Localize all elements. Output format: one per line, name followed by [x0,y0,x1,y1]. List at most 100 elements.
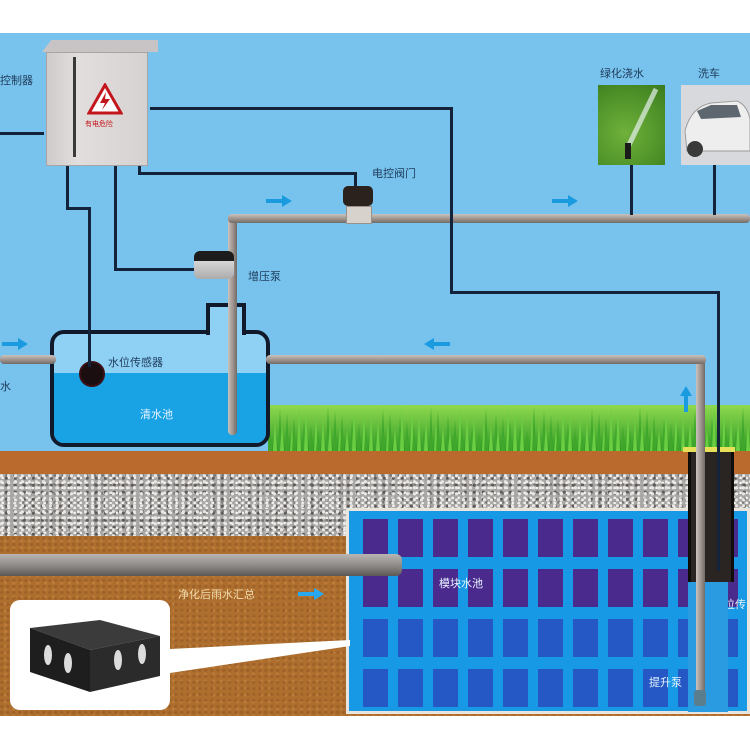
grass-blade [525,429,529,451]
wire-lift-a [150,107,452,110]
grass-blade [333,411,337,451]
grass-blade [664,408,668,451]
grass-blade [508,421,512,451]
grass-blade [496,428,500,451]
module-cell [643,569,668,607]
grass-blade [321,418,325,451]
grass-blade [460,423,464,451]
grass-blade [400,406,404,451]
well-cap [683,447,735,452]
grass-blade [532,407,536,451]
grass-blade [544,426,548,451]
module-unit-callout [10,600,170,710]
grass-blade [604,417,608,451]
suction-pipe [228,215,237,435]
module-cell [643,619,668,657]
grass-blade [669,423,673,451]
car-wash-label: 洗车 [698,67,720,80]
inlet-pipe [0,355,56,364]
module-cell [433,669,458,707]
irrigation-photo [598,85,665,165]
grass-blade [580,431,584,451]
module-cell [398,519,423,557]
module-cell [608,569,633,607]
car-wash-photo [681,85,750,165]
grass-blade [340,415,344,451]
grass-blade [652,415,656,451]
module-cell [433,569,458,607]
module-cell [538,619,563,657]
high-voltage-warning-icon [87,83,123,115]
grass-blade [441,426,445,451]
clean-water-tank: 清水池 水位传感器 [50,330,270,447]
grass-blade [537,422,541,451]
grass-blade [609,406,613,451]
wire-left [0,132,44,135]
carwash-feed [713,165,716,215]
grass-blade [417,414,421,451]
module-cell [643,519,668,557]
module-cell [398,669,423,707]
wire-valve-c [354,172,357,186]
water-level-sensor [79,361,105,387]
module-cell [398,569,423,607]
booster-pump [194,251,234,279]
tank-riser-housing [206,303,246,335]
grass-blade [448,430,452,451]
arrow-right-icon [298,588,324,600]
module-cell [573,519,598,557]
grass-blade [412,425,416,451]
sprinkler-icon [625,87,659,159]
grass-blade [489,424,493,451]
storage-module-icon [30,620,160,692]
wire-sensor-b [66,207,90,210]
lift-pump-label: 提升泵 [649,676,682,689]
module-cell [503,569,528,607]
wire-pump-b [114,268,196,271]
module-cell [468,669,493,707]
topsoil-layer [0,451,750,474]
grass-blade [477,431,481,451]
arrow-right-icon [266,195,292,207]
grass-blade [484,409,488,451]
grass-blade [616,410,620,451]
wire-pump-a [114,162,117,270]
grass-blade [424,418,428,451]
grass-blade [304,410,308,451]
grass-blade [472,416,476,451]
grass-blade [328,422,332,451]
warning-sign-text: 有电危险 [85,120,113,128]
grass-blade [381,409,385,451]
grass-blade [453,419,457,451]
grass-blade [309,425,313,451]
grass-blade [633,418,637,451]
arrow-right-icon [552,195,578,207]
module-cell [503,669,528,707]
arrow-up-icon [680,386,692,412]
grass-blade [369,416,373,451]
callout-pointer [150,640,350,676]
irrigation-feed [630,165,633,215]
module-cell [643,669,668,707]
module-cell [538,519,563,557]
module-cell [503,619,528,657]
grass-blade [520,414,524,451]
grass-blade [436,411,440,451]
grass-blade [681,416,685,451]
wire-lift-b [450,107,453,293]
grass-blade [640,422,644,451]
grass-blade [352,408,356,451]
grass-blade [345,430,349,451]
module-pool: 模块水池 提升泵 水位传 [346,508,750,714]
controller-cabinet[interactable]: 有电危险 [46,52,148,166]
purified-rainwater-label: 净化后雨水汇总 [178,588,255,601]
module-cell [363,669,388,707]
module-cell [433,519,458,557]
grass-blade [405,421,409,451]
module-cell [398,619,423,657]
solenoid-valve [343,186,373,206]
grass-blade [501,417,505,451]
booster-pump-label: 增压泵 [248,270,281,283]
module-cell [433,619,458,657]
module-cell [608,519,633,557]
